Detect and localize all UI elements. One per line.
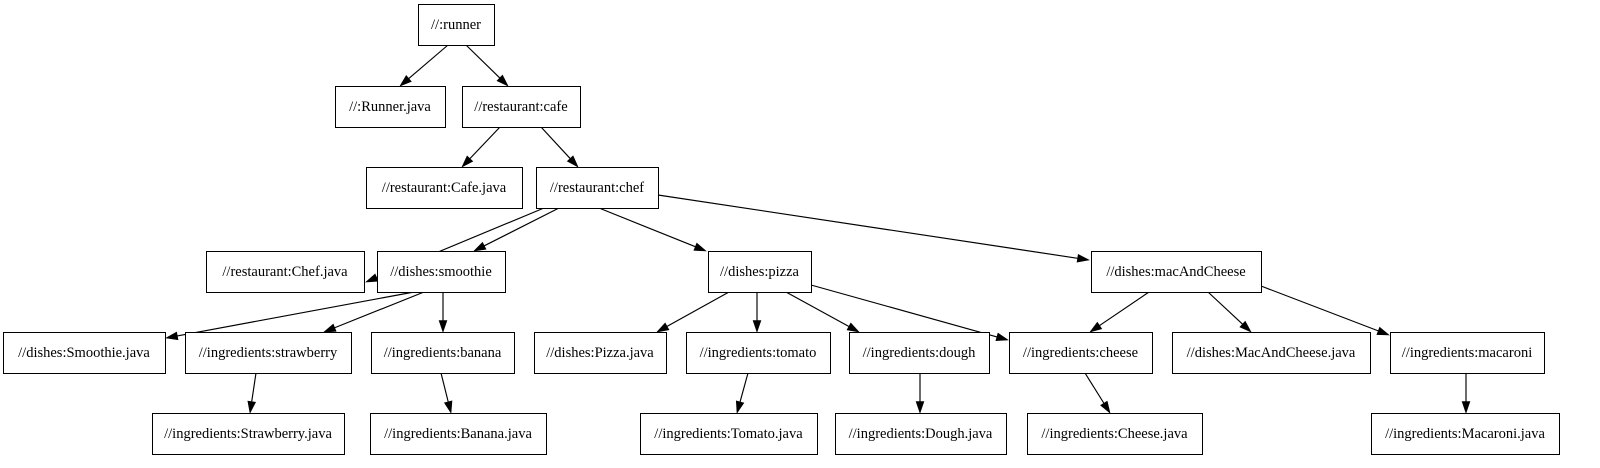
graph-node-label: //ingredients:Macaroni.java — [1385, 426, 1545, 442]
graph-node-macaroni_java[interactable]: //ingredients:Macaroni.java — [1371, 413, 1560, 455]
graph-node-label: //ingredients:Dough.java — [849, 426, 993, 442]
graph-edge — [465, 44, 509, 87]
graph-node-runner_java[interactable]: //:Runner.java — [335, 86, 446, 128]
graph-node-label: //ingredients:tomato — [700, 345, 817, 361]
graph-edge — [540, 126, 579, 168]
graph-node-label: //restaurant:cafe — [474, 99, 567, 115]
graph-edge — [473, 207, 560, 252]
graph-node-label: //restaurant:Cafe.java — [382, 180, 507, 196]
graph-node-label: //ingredients:Banana.java — [384, 426, 532, 442]
graph-node-strawberry[interactable]: //ingredients:strawberry — [185, 332, 352, 374]
graph-node-tomato_java[interactable]: //ingredients:Tomato.java — [640, 413, 818, 455]
graph-node-tomato[interactable]: //ingredients:tomato — [686, 332, 831, 374]
graph-node-banana_java[interactable]: //ingredients:Banana.java — [370, 413, 547, 455]
graph-node-label: //ingredients:dough — [863, 345, 977, 361]
graph-edge — [752, 292, 762, 333]
graph-node-label: //ingredients:cheese — [1023, 345, 1138, 361]
graph-node-label: //restaurant:Chef.java — [222, 264, 348, 280]
graph-node-label: //:runner — [431, 17, 481, 33]
graph-edge — [438, 292, 448, 333]
node-layer: //:runner //:Runner.java //restaurant:cafe… — [3, 4, 1560, 455]
graph-node-label: //ingredients:macaroni — [1402, 345, 1532, 361]
graph-node-macandcheese_java[interactable]: //dishes:MacAndCheese.java — [1172, 332, 1371, 374]
graph-node-label: //dishes:macAndCheese — [1106, 264, 1245, 280]
graph-edge — [165, 291, 415, 341]
graph-node-pizza_java[interactable]: //dishes:Pizza.java — [534, 332, 667, 374]
graph-node-cheese_java[interactable]: //ingredients:Cheese.java — [1027, 413, 1203, 455]
graph-node-label: //ingredients:strawberry — [199, 345, 338, 361]
graph-edge — [785, 291, 860, 333]
graph-node-smoothie[interactable]: //dishes:smoothie — [377, 251, 506, 293]
graph-node-label: //dishes:pizza — [720, 264, 799, 280]
graph-node-runner[interactable]: //:runner — [418, 4, 495, 46]
graph-edge — [1461, 373, 1471, 414]
graph-edge — [399, 44, 449, 87]
graph-edge — [810, 284, 1009, 341]
graph-node-label: //ingredients:banana — [384, 345, 502, 361]
graph-edge — [657, 194, 1090, 263]
graph-node-label: //ingredients:Strawberry.java — [164, 426, 332, 442]
edge-layer — [165, 44, 1471, 414]
graph-edge — [323, 291, 425, 333]
graph-edge — [247, 372, 257, 414]
graph-node-cafe_java[interactable]: //restaurant:Cafe.java — [366, 167, 523, 209]
graph-node-label: //dishes:Pizza.java — [546, 345, 654, 361]
graph-edge — [461, 126, 501, 168]
graph-node-chef_java[interactable]: //restaurant:Chef.java — [206, 251, 365, 293]
graph-edge — [440, 372, 453, 414]
graph-node-smoothie_java[interactable]: //dishes:Smoothie.java — [3, 332, 166, 374]
graph-node-dough_java[interactable]: //ingredients:Dough.java — [835, 413, 1007, 455]
graph-node-pizza[interactable]: //dishes:pizza — [708, 251, 812, 293]
graph-node-label: //dishes:Smoothie.java — [18, 345, 150, 361]
graph-node-cheese[interactable]: //ingredients:cheese — [1009, 332, 1153, 374]
graph-edge — [656, 291, 730, 333]
graph-node-chef[interactable]: //restaurant:chef — [536, 167, 659, 209]
graph-node-label: //:Runner.java — [349, 99, 431, 115]
graph-edge — [1207, 291, 1252, 333]
graph-node-macandcheese[interactable]: //dishes:macAndCheese — [1091, 251, 1262, 293]
graph-node-banana[interactable]: //ingredients:banana — [371, 332, 515, 374]
graph-edge — [915, 373, 925, 414]
graph-edge — [598, 207, 707, 252]
graph-node-label: //dishes:MacAndCheese.java — [1187, 345, 1356, 361]
graph-node-label: //ingredients:Tomato.java — [654, 426, 803, 442]
graph-node-macaroni[interactable]: //ingredients:macaroni — [1390, 332, 1545, 374]
graph-node-cafe[interactable]: //restaurant:cafe — [462, 86, 581, 128]
graph-node-dough[interactable]: //ingredients:dough — [849, 332, 990, 374]
graph-node-label: //ingredients:Cheese.java — [1041, 426, 1188, 442]
graph-edge — [1089, 291, 1150, 333]
graph-node-label: //restaurant:chef — [550, 180, 644, 196]
graph-node-strawberry_java[interactable]: //ingredients:Strawberry.java — [152, 413, 345, 455]
graph-edge — [1260, 285, 1390, 336]
graph-edge — [735, 372, 749, 414]
graph-edge — [1084, 372, 1111, 414]
graph-node-label: //dishes:smoothie — [390, 264, 492, 280]
